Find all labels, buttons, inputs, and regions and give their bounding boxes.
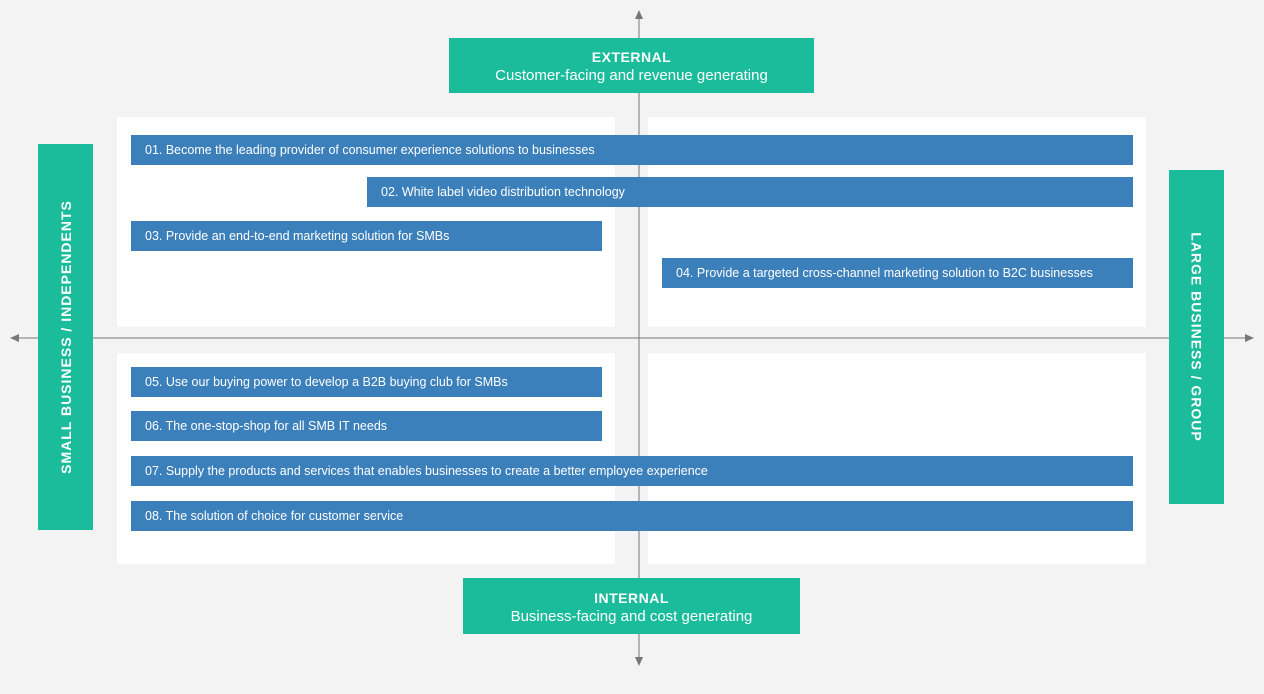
strategy-item-08: 08. The solution of choice for customer … (131, 501, 1133, 531)
external-title: EXTERNAL (591, 49, 672, 65)
internal-title: INTERNAL (594, 590, 669, 606)
small-business-label: SMALL BUSINESS / INDEPENDENTS (38, 144, 93, 530)
strategy-item-01: 01. Become the leading provider of consu… (131, 135, 1133, 165)
large-business-label: LARGE BUSINESS / GROUP (1169, 170, 1224, 504)
strategy-item-06: 06. The one-stop-shop for all SMB IT nee… (131, 411, 602, 441)
strategy-item-07: 07. Supply the products and services tha… (131, 456, 1133, 486)
strategy-item-04: 04. Provide a targeted cross-channel mar… (662, 258, 1133, 288)
external-label: EXTERNAL Customer-facing and revenue gen… (449, 38, 814, 93)
strategy-item-02: 02. White label video distribution techn… (367, 177, 1133, 207)
axis-arrow-down (635, 657, 643, 666)
axis-arrow-left (10, 334, 19, 342)
strategy-item-05: 05. Use our buying power to develop a B2… (131, 367, 602, 397)
internal-subtitle: Business-facing and cost generating (510, 608, 753, 625)
large-business-text: LARGE BUSINESS / GROUP (1188, 232, 1205, 442)
internal-label: INTERNAL Business-facing and cost genera… (463, 578, 800, 634)
axis-arrow-right (1245, 334, 1254, 342)
small-business-text: SMALL BUSINESS / INDEPENDENTS (57, 200, 74, 474)
external-subtitle: Customer-facing and revenue generating (495, 67, 768, 84)
strategy-item-03: 03. Provide an end-to-end marketing solu… (131, 221, 602, 251)
axis-arrow-up (635, 10, 643, 19)
